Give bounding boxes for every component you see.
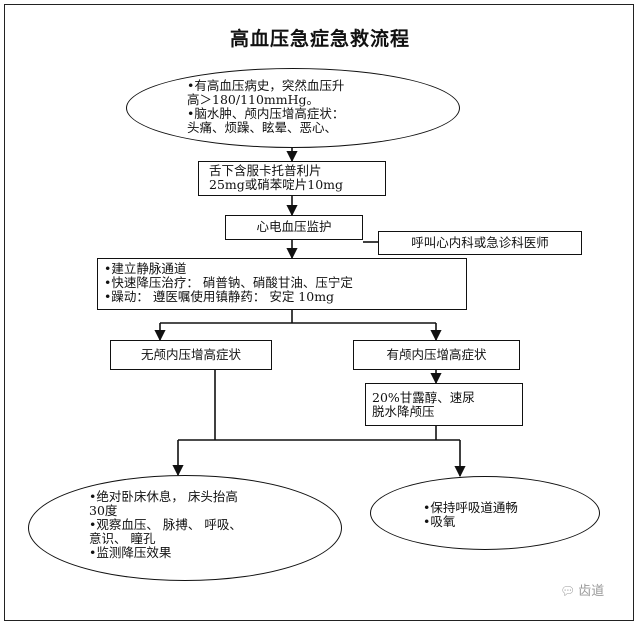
treatment-line: •快速降压治疗： 硝普钠、硝酸甘油、压宁定 <box>104 275 353 290</box>
care-right-ellipse: •保持呼吸道通畅 •吸氧 <box>370 476 600 550</box>
symptoms-line: 头痛、烦躁、眩晕、恶心、 <box>187 120 338 135</box>
care-left-line: •绝对卧床休息， 床头抬高 <box>89 489 238 504</box>
medication-line: 25mg或硝苯啶片10mg <box>209 177 344 192</box>
mannitol-box: 20%甘露醇、速尿 脱水降颅压 <box>365 383 523 426</box>
no-icp-label: 无颅内压增高症状 <box>140 347 241 362</box>
speech-bubble-icon: 💬︎ <box>560 584 576 598</box>
has-icp-label: 有颅内压增高症状 <box>386 347 487 362</box>
mannitol-line: 脱水降颅压 <box>372 404 435 419</box>
diagram-frame <box>4 4 634 621</box>
medication-box: 舌下含服卡托普利片 25mg或硝苯啶片10mg <box>198 161 386 196</box>
care-right-line: •保持呼吸道通畅 <box>423 500 518 515</box>
care-right-line: •吸氧 <box>423 514 456 529</box>
care-left-line: 意识、 瞳孔 <box>89 531 156 546</box>
consult-label: 呼叫心内科或急诊科医师 <box>411 235 549 250</box>
has-icp-box: 有颅内压增高症状 <box>353 340 520 370</box>
treatment-box: •建立静脉通道 •快速降压治疗： 硝普钠、硝酸甘油、压宁定 •躁动： 遵医嘱使用… <box>97 258 467 310</box>
monitor-label: 心电血压监护 <box>256 219 332 234</box>
care-left-line: •监测降压效果 <box>89 545 172 560</box>
symptoms-line: •有高血压病史，突然血压升 <box>187 78 345 93</box>
mannitol-line: 20%甘露醇、速尿 <box>372 390 475 405</box>
no-icp-box: 无颅内压增高症状 <box>110 340 272 370</box>
symptoms-line: •脑水肿、颅内压增高症状： <box>187 106 345 121</box>
care-left-line: •观察血压、 脉搏、 呼吸、 <box>89 517 242 532</box>
monitor-box: 心电血压监护 <box>225 215 363 240</box>
symptoms-ellipse: •有高血压病史，突然血压升 高＞180/110mmHg。 •脑水肿、颅内压增高症… <box>126 68 460 148</box>
watermark: 💬︎齿道 <box>560 580 604 599</box>
medication-line: 舌下含服卡托普利片 <box>209 163 322 178</box>
watermark-text: 齿道 <box>578 584 605 599</box>
diagram-title: 高血压急症急救流程 <box>229 28 410 50</box>
treatment-line: •躁动： 遵医嘱使用镇静药： 安定 10mg <box>104 289 335 304</box>
care-left-line: 30度 <box>89 503 118 518</box>
treatment-line: •建立静脉通道 <box>104 261 187 276</box>
consult-box: 呼叫心内科或急诊科医师 <box>378 231 582 255</box>
care-left-ellipse: •绝对卧床休息， 床头抬高 30度 •观察血压、 脉搏、 呼吸、 意识、 瞳孔 … <box>28 475 342 581</box>
symptoms-line: 高＞180/110mmHg。 <box>187 92 320 107</box>
